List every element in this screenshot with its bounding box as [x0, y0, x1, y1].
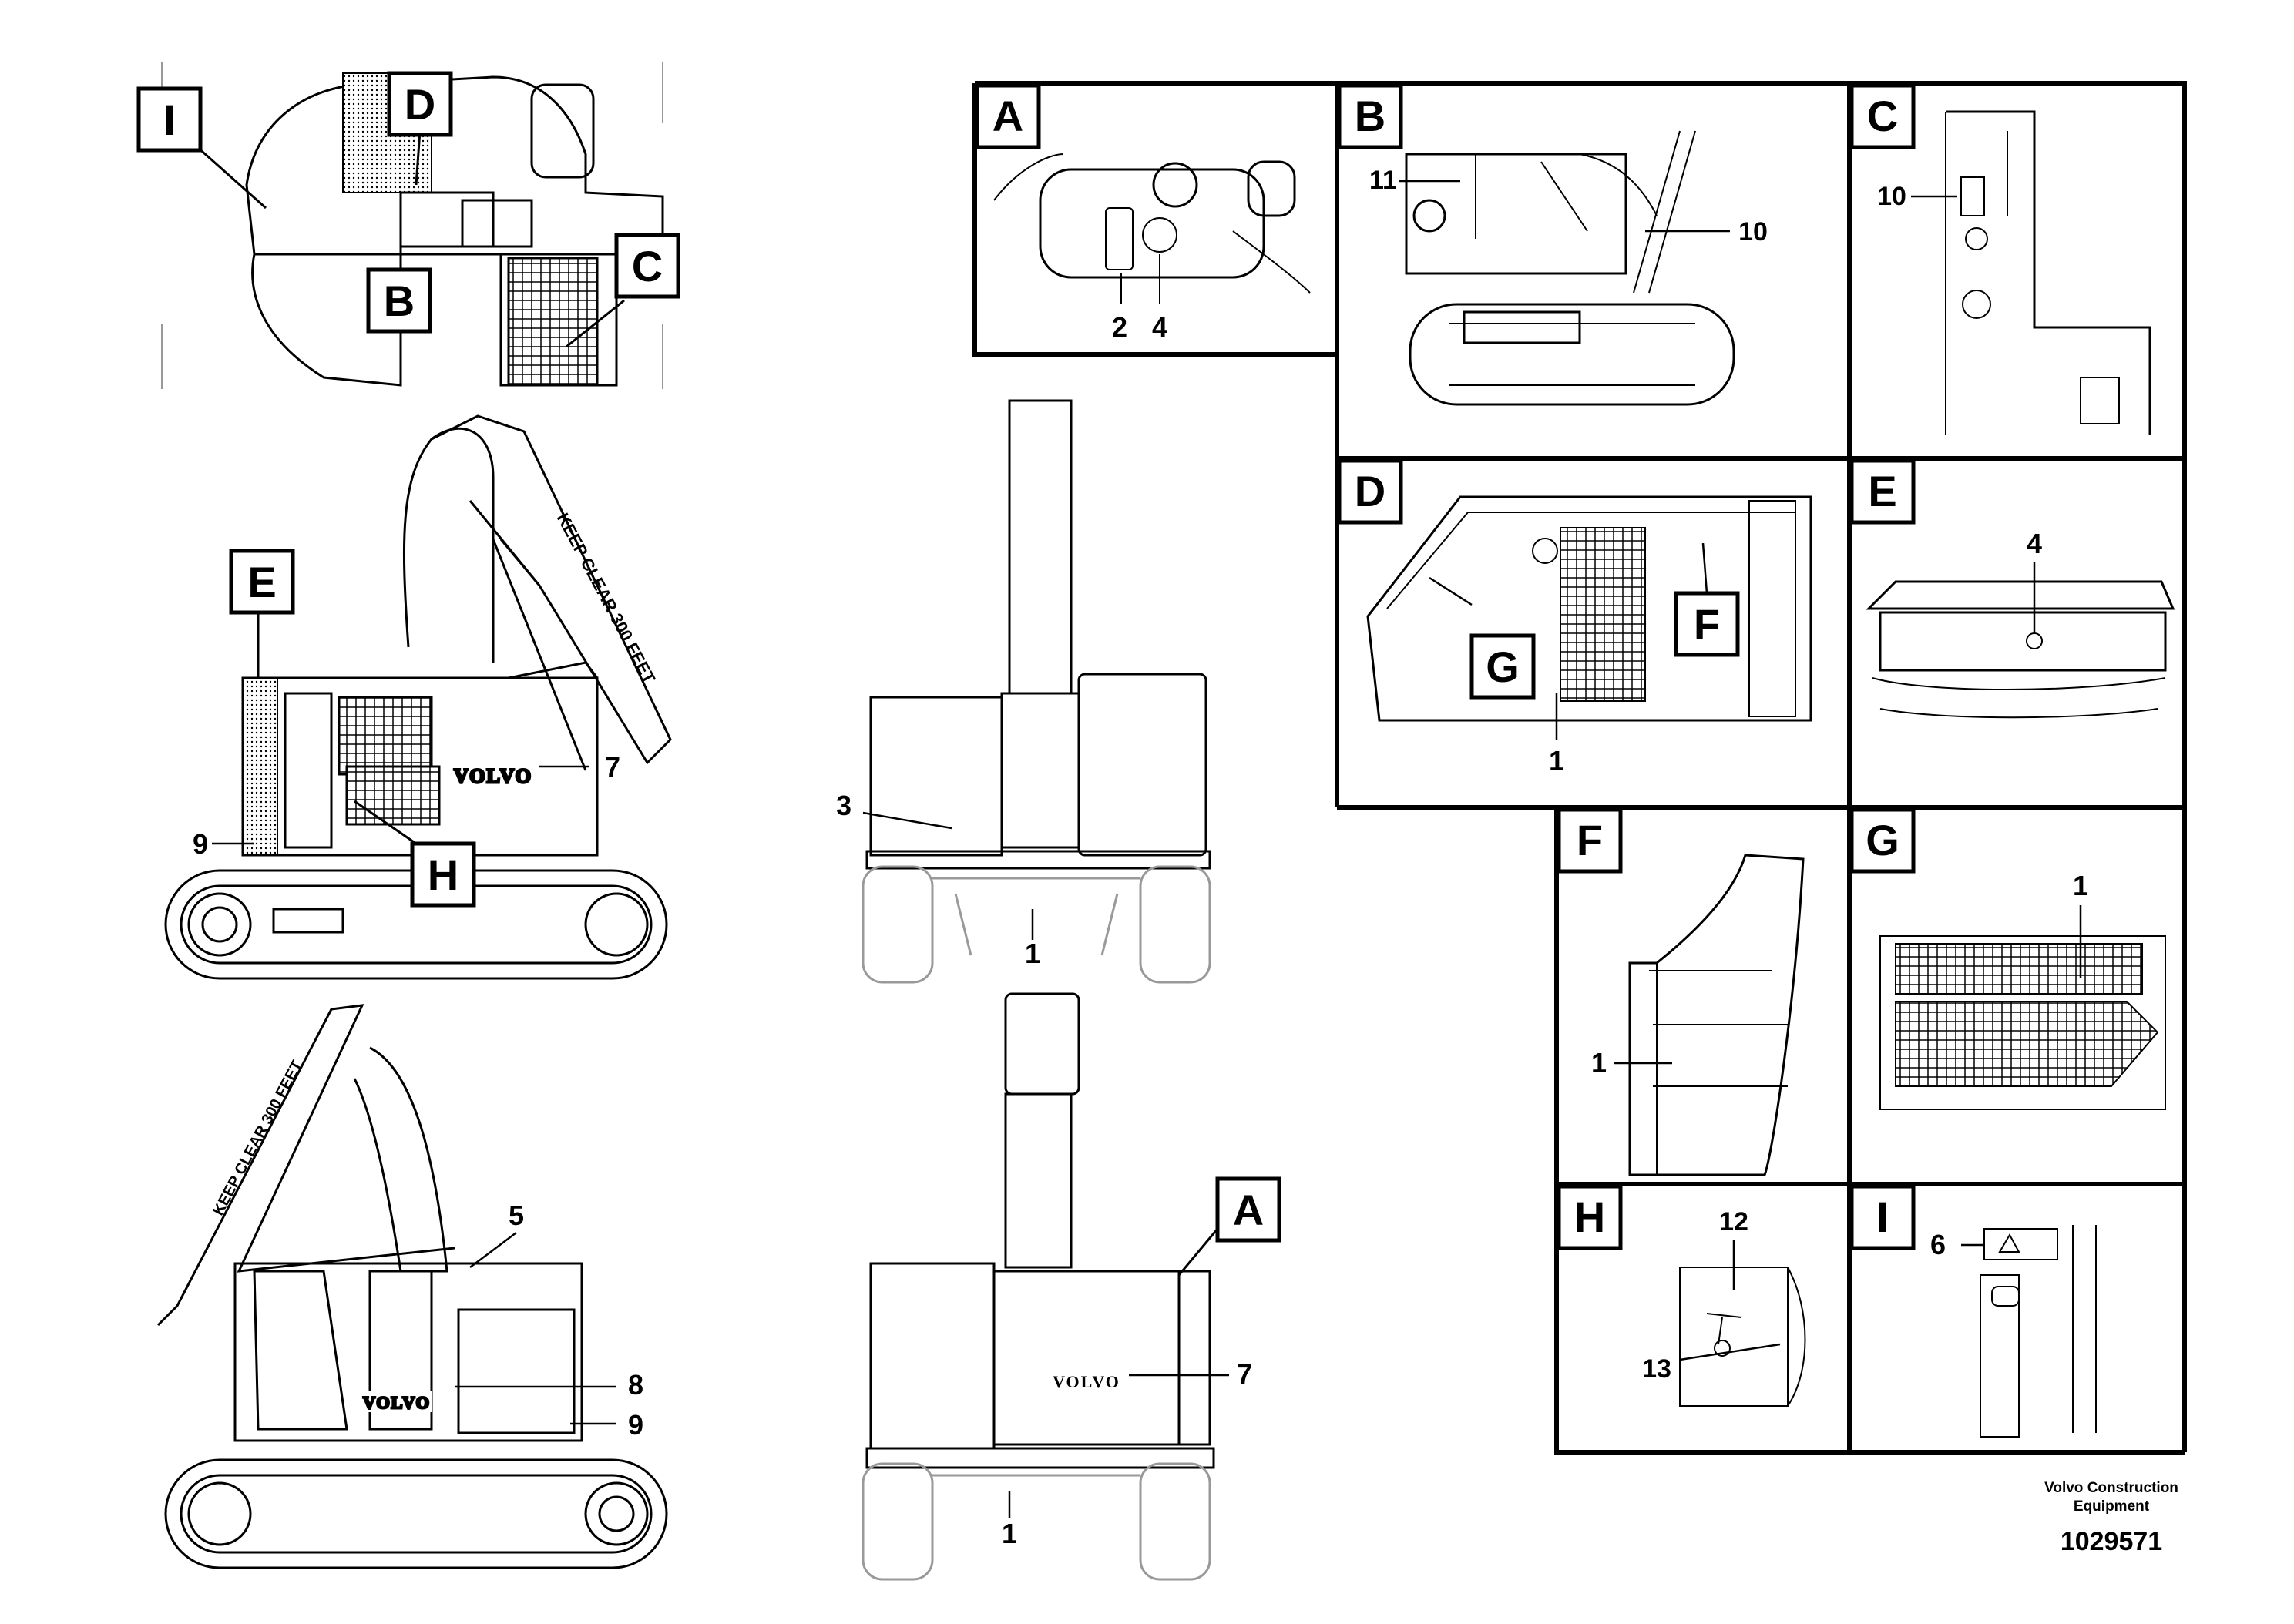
svg-text:H: H [1574, 1193, 1605, 1241]
brand-logo-left: VOLVO [363, 1393, 431, 1412]
panel-D-drawing [1366, 495, 1812, 722]
panel-E-callout-4: 4 [2027, 528, 2042, 559]
svg-text:F: F [1577, 816, 1603, 864]
svg-text:G: G [1866, 816, 1899, 864]
overview-letter-box-D: D [387, 71, 453, 137]
svg-text:I: I [163, 96, 176, 144]
callout-8: 8 [628, 1369, 643, 1401]
overview-letter-box-H: H [410, 841, 476, 908]
svg-text:E: E [1868, 467, 1896, 515]
panel-label-F: F [1557, 807, 1623, 874]
inset-letter-box-G: G [1469, 633, 1536, 700]
side-view-right: VOLVO [164, 414, 672, 980]
panel-label-H: H [1557, 1184, 1623, 1250]
panel-label-E: E [1849, 458, 1916, 525]
leader-I [196, 145, 267, 210]
leader-C [566, 299, 625, 348]
overview-letter-box-C: C [614, 233, 680, 299]
svg-text:H: H [428, 851, 458, 899]
panel-label-A: A [975, 83, 1041, 149]
panel-label-I: I [1849, 1184, 1916, 1250]
callout-9-left: 9 [628, 1409, 643, 1441]
brand-logo-rear: VOLVO [1053, 1372, 1120, 1391]
panel-I-callout-6: 6 [1930, 1229, 1946, 1260]
leader-D [415, 130, 422, 186]
maker-name-line1: Volvo Construction [2044, 1480, 2178, 1496]
svg-text:F: F [1694, 600, 1720, 649]
panel-label-D: D [1337, 458, 1403, 525]
panel-E-drawing [1866, 580, 2175, 719]
overview-letter-box-B: B [366, 267, 432, 334]
svg-text:B: B [384, 277, 415, 325]
panel-C-callout-10: 10 [1877, 182, 1906, 211]
svg-text:A: A [992, 92, 1023, 140]
panel-F-callout-1: 1 [1591, 1047, 1607, 1079]
leader-A-rear [1177, 1228, 1219, 1276]
side-view-left: VOLVO [156, 1004, 668, 1569]
panel-label-G: G [1849, 807, 1916, 874]
panel-F-drawing [1628, 854, 1805, 1176]
front-view [862, 399, 1211, 984]
callout-7-side: 7 [605, 751, 620, 783]
detail-grid [972, 81, 2187, 1455]
callout-5: 5 [509, 1200, 524, 1231]
svg-text:C: C [632, 242, 663, 290]
panel-A-drawing [993, 153, 1311, 304]
svg-text:I: I [1876, 1193, 1889, 1241]
panel-H-callout-13: 13 [1642, 1354, 1671, 1384]
callout-7-rear: 7 [1237, 1358, 1252, 1390]
panel-B-callout-11: 11 [1369, 166, 1397, 195]
svg-text:D: D [405, 80, 435, 129]
footer: Volvo Construction Equipment 1029571 [1996, 1479, 2227, 1557]
panel-H-callout-12: 12 [1719, 1207, 1748, 1236]
panel-label-B: B [1337, 83, 1403, 149]
document-number: 1029571 [2060, 1527, 2163, 1556]
svg-text:E: E [247, 558, 276, 606]
panel-A-callout-4: 4 [1152, 311, 1167, 343]
callout-9-side: 9 [193, 828, 208, 860]
callout-1-front: 1 [1025, 938, 1040, 969]
svg-text:D: D [1355, 467, 1385, 515]
panel-H-drawing [1679, 1267, 1806, 1407]
rear-view [862, 992, 1215, 1581]
panel-B-callout-10: 10 [1738, 217, 1768, 247]
panel-A-callout-2: 2 [1112, 311, 1127, 343]
svg-text:G: G [1486, 643, 1520, 691]
panel-B-drawing [1405, 130, 1735, 406]
svg-text:B: B [1355, 92, 1385, 140]
panel-G-drawing [1879, 935, 2166, 1110]
inset-letter-box-F: F [1674, 591, 1740, 657]
overview-letter-box-I: I [136, 86, 203, 153]
callout-3: 3 [836, 790, 851, 821]
overview-letter-box-A-rear: A [1215, 1176, 1281, 1243]
callout-1-rear: 1 [1002, 1518, 1017, 1549]
panel-label-C: C [1849, 83, 1916, 149]
maker-name-line2: Equipment [2073, 1498, 2150, 1515]
panel-D-callout-1: 1 [1549, 745, 1564, 777]
svg-text:A: A [1233, 1186, 1264, 1234]
panel-G-callout-1: 1 [2073, 870, 2088, 901]
panel-I-drawing [1980, 1225, 2097, 1438]
boom-warning-text-left: KEEP CLEAR 300 FEET [210, 1058, 306, 1218]
boom-warning-text-right: KEEP CLEAR 300 FEET [553, 510, 660, 687]
leader-H [354, 800, 417, 845]
svg-text:C: C [1867, 92, 1898, 140]
overview-letter-box-E: E [229, 549, 295, 615]
panel-C-drawing [1945, 110, 2151, 435]
brand-logo-side: VOLVO [454, 765, 532, 787]
